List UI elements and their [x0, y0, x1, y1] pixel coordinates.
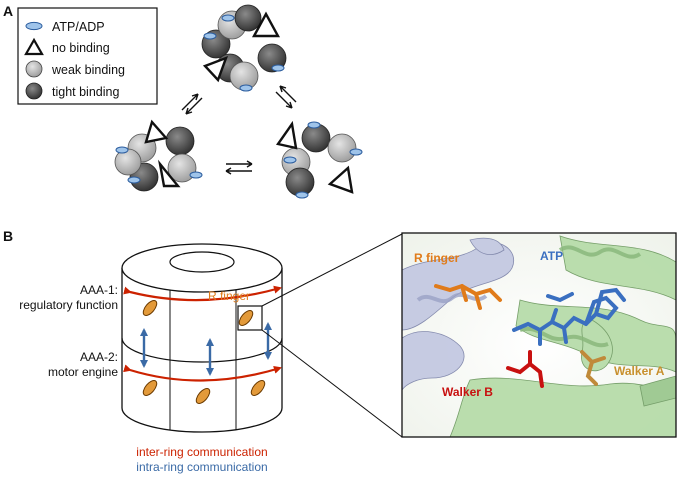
binding-legend: ATP/ADP no binding weak binding tight bi… [17, 7, 158, 105]
atp-molecule [221, 14, 235, 22]
intra-ring-arrows [140, 322, 272, 376]
equilibrium-arrows [181, 85, 297, 175]
legend-tight-binding: tight binding [52, 85, 119, 99]
aaa1-label: AAA-1: [80, 283, 118, 297]
walker-b-structure-label: Walker B [442, 385, 493, 399]
atp-molecule [189, 171, 203, 179]
light-circle-legend-icon [25, 60, 43, 78]
atp-molecule [239, 84, 253, 92]
equilibrium-arrow-bottom [225, 160, 253, 175]
r-finger-ellipse [142, 380, 158, 396]
legend-weak-binding: weak binding [51, 63, 125, 77]
r-finger-sticks [434, 283, 502, 310]
atp-molecule [127, 176, 141, 184]
state-top-cluster [201, 4, 287, 92]
green-protein-ribbon [449, 235, 676, 437]
atp-molecule [115, 146, 129, 154]
zoom-connector-bottom [261, 329, 403, 438]
equilibrium-arrow-top-right [275, 85, 297, 109]
r-finger-ellipse [195, 388, 211, 404]
tight-subunit [165, 126, 195, 156]
state-left-cluster [114, 119, 203, 192]
atp-molecule [271, 64, 285, 72]
empty-site-triangle [275, 120, 298, 150]
atp-sticks [512, 287, 626, 346]
zoom-connector-top [261, 233, 403, 307]
zoom-box [237, 305, 263, 331]
r-finger-ellipse [238, 310, 254, 326]
aaa2-function-label: motor engine [48, 365, 118, 379]
empty-site-triangle [157, 159, 181, 188]
atp-structure-label: ATP [540, 249, 563, 263]
r-finger-ellipse [250, 380, 266, 396]
atp-molecule [295, 191, 309, 199]
hexamer-cylinder [121, 243, 283, 433]
inset-frame [401, 232, 677, 438]
empty-site-triangle [144, 119, 169, 144]
panel-a-label: A [3, 3, 13, 19]
empty-site-triangle [327, 165, 354, 194]
legend-atp-adp: ATP/ADP [52, 20, 105, 34]
walker-a-structure-label: Walker A [614, 364, 665, 378]
triangle-legend-icon [24, 37, 44, 56]
weak-subunit [167, 153, 197, 183]
empty-site-triangle [202, 55, 229, 83]
cylinder-body [121, 268, 283, 433]
panel-b-label: B [3, 228, 13, 244]
r-finger-marks [142, 300, 266, 404]
r-finger-ellipse [142, 300, 158, 316]
structure-inset: R finger ATP Walker A Walker B [401, 232, 677, 438]
inter-ring-arrow-top [123, 285, 282, 302]
legend-no-binding: no binding [52, 41, 110, 55]
equilibrium-arrow-top-left [181, 93, 203, 115]
r-finger-structure-label: R finger [414, 251, 460, 265]
aaa2-label: AAA-2: [80, 350, 118, 364]
weak-subunit [327, 133, 357, 163]
walker-a-sticks [580, 350, 606, 386]
state-right-cluster [275, 120, 363, 199]
empty-site-triangle [251, 11, 281, 38]
ring-divider [121, 337, 283, 363]
atp-molecule [283, 156, 297, 164]
dark-circle-legend-icon [25, 82, 43, 100]
tight-subunit [234, 4, 262, 32]
atp-molecule [307, 121, 321, 129]
atp-molecule [349, 148, 363, 156]
intra-ring-legend: intra-ring communication [136, 460, 267, 474]
aaa1-function-label: regulatory function [19, 298, 118, 312]
inter-ring-legend: inter-ring communication [136, 445, 267, 459]
inter-ring-arrow-bottom [123, 364, 282, 382]
walker-b-sticks [506, 350, 544, 388]
r-finger-cylinder-label: R finger [208, 289, 250, 303]
atp-adp-legend-icon [25, 21, 43, 31]
central-pore [169, 251, 235, 273]
atp-molecule [203, 32, 217, 40]
